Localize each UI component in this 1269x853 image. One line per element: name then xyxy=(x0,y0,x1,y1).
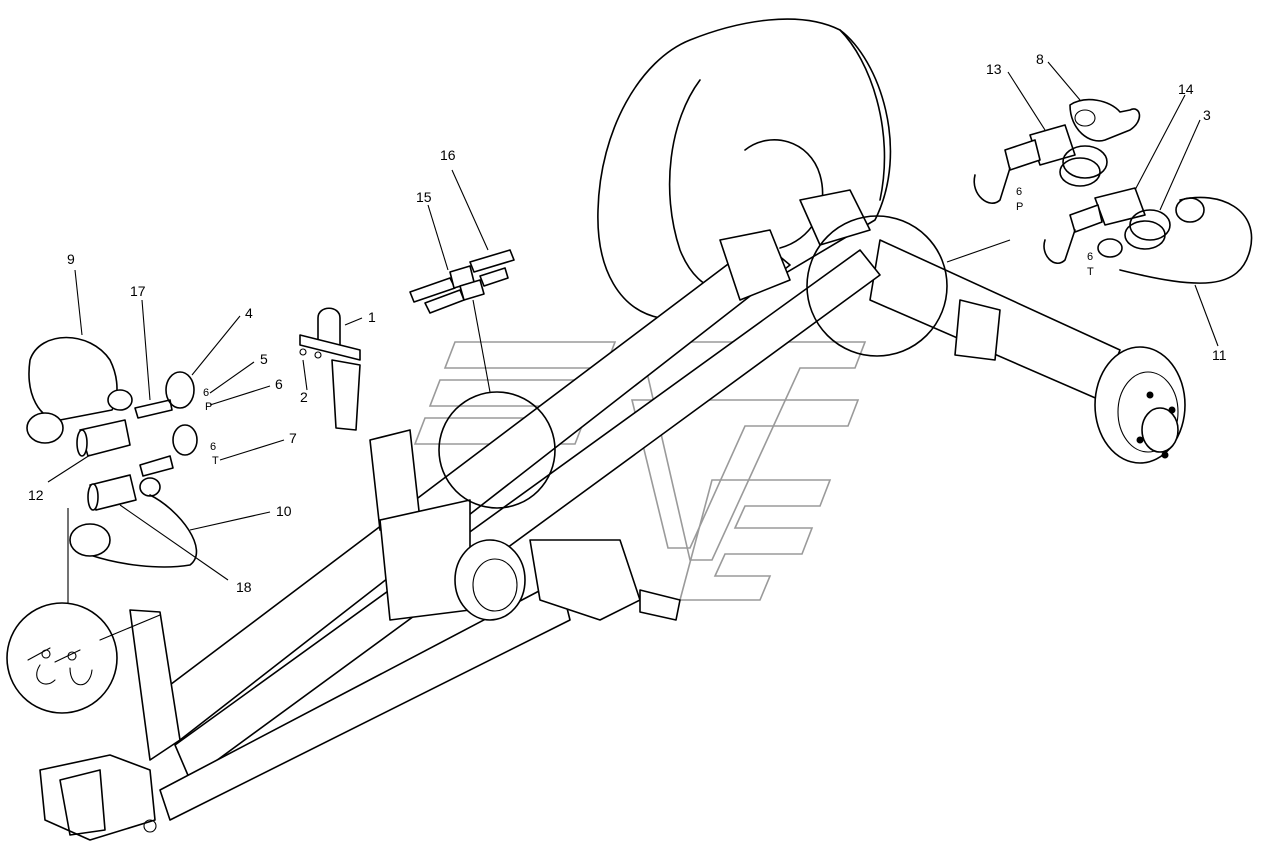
callout-10: 10 xyxy=(276,503,292,519)
left-bottom-letter: T xyxy=(212,455,219,467)
hydraulic-coupler-icon xyxy=(26,336,198,568)
right-bottom-letter: T xyxy=(1087,266,1094,278)
callout-6-left: 6 xyxy=(275,376,283,392)
detail-circle-center xyxy=(438,299,556,509)
left-bottom-size: 6 xyxy=(210,441,216,453)
callout-11: 11 xyxy=(1212,347,1227,363)
callout-5: 5 xyxy=(260,351,268,367)
callout-3: 3 xyxy=(1203,107,1211,123)
detail-circle-right xyxy=(806,215,1011,357)
callout-8: 8 xyxy=(1036,51,1044,67)
callout-16: 16 xyxy=(440,147,456,163)
bracket-part-1 xyxy=(299,307,361,431)
port-markings: 6 P 6 T 6 P 6 T xyxy=(203,186,1094,467)
drawbar-frame-icon xyxy=(39,189,881,841)
hydraulic-coupler-right xyxy=(973,98,1253,284)
left-top-size: 6 xyxy=(203,387,209,399)
callout-labels: 1 2 3 4 5 6 7 8 9 10 11 12 13 14 15 16 1… xyxy=(28,51,1227,595)
callout-12: 12 xyxy=(28,487,44,503)
callout-9: 9 xyxy=(67,251,75,267)
right-top-letter: P xyxy=(1016,201,1023,213)
callout-17: 17 xyxy=(130,283,146,299)
callout-14: 14 xyxy=(1178,81,1194,97)
callout-2: 2 xyxy=(300,389,308,405)
left-top-letter: P xyxy=(205,401,212,413)
callout-4: 4 xyxy=(245,305,253,321)
right-top-size: 6 xyxy=(1016,186,1022,198)
callout-18: 18 xyxy=(236,579,252,595)
tire-icon xyxy=(597,18,892,319)
leader-lines xyxy=(47,61,1219,581)
callout-7: 7 xyxy=(289,430,297,446)
fittings-part-15-16 xyxy=(409,249,515,314)
callout-1: 1 xyxy=(368,309,376,325)
detail-circle-left xyxy=(6,508,161,714)
callout-15: 15 xyxy=(416,189,432,205)
callout-13: 13 xyxy=(986,61,1002,77)
right-bottom-size: 6 xyxy=(1087,251,1093,263)
